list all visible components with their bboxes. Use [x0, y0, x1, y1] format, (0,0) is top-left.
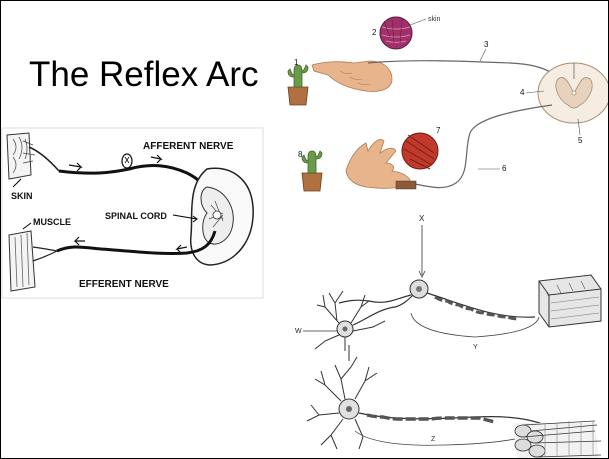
- label-z: Z: [431, 436, 436, 443]
- skin-magnified-circle: [380, 17, 412, 49]
- label-y: Y: [473, 344, 478, 351]
- slide-title: The Reflex Arc: [29, 55, 259, 95]
- cactus-bottom: [302, 151, 322, 191]
- hand-top: [312, 61, 392, 92]
- reflex-arc-diagram: SKIN AFFERENT NERVE SPINAL CORD EFFERENT…: [1, 127, 264, 299]
- skin-callout-line: [410, 19, 426, 25]
- label-x: X: [419, 214, 425, 223]
- neuron-chain-diagram: X Y W: [295, 209, 609, 459]
- label-1: 1: [294, 58, 299, 67]
- sensory-neuron: [339, 280, 535, 319]
- muscle-fibre-bundle: [513, 421, 601, 459]
- label-5: 5: [578, 136, 583, 145]
- spinal-cord-label: SPINAL CORD: [105, 211, 167, 221]
- sensory-nerve-line: [368, 61, 552, 73]
- afferent-nerve-label: AFFERENT NERVE: [143, 141, 234, 152]
- muscle-label: MUSCLE: [33, 217, 71, 227]
- z-bracket: [355, 431, 535, 445]
- spinal-cord-cross-section: [538, 63, 609, 123]
- cactus-top: [288, 65, 308, 105]
- label-8: 8: [298, 150, 303, 159]
- skin-label: SKIN: [11, 191, 33, 201]
- efferent-nerve-label: EFFERENT NERVE: [79, 279, 169, 290]
- label-6: 6: [502, 164, 507, 173]
- skin-callout-label: skin: [428, 16, 441, 23]
- label-2: 2: [372, 28, 377, 37]
- skin-block: [539, 275, 601, 327]
- label-w: W: [295, 328, 302, 335]
- muscle-magnified-circle: [402, 133, 438, 169]
- label-3: 3: [484, 40, 489, 49]
- motor-neuron: [307, 345, 545, 449]
- label-4: 4: [520, 88, 525, 97]
- dorsal-root-ganglion: [122, 154, 132, 168]
- label-7: 7: [436, 126, 441, 135]
- hand-reflex-diagram: 1 2 skin 3 4 5 6: [280, 1, 609, 206]
